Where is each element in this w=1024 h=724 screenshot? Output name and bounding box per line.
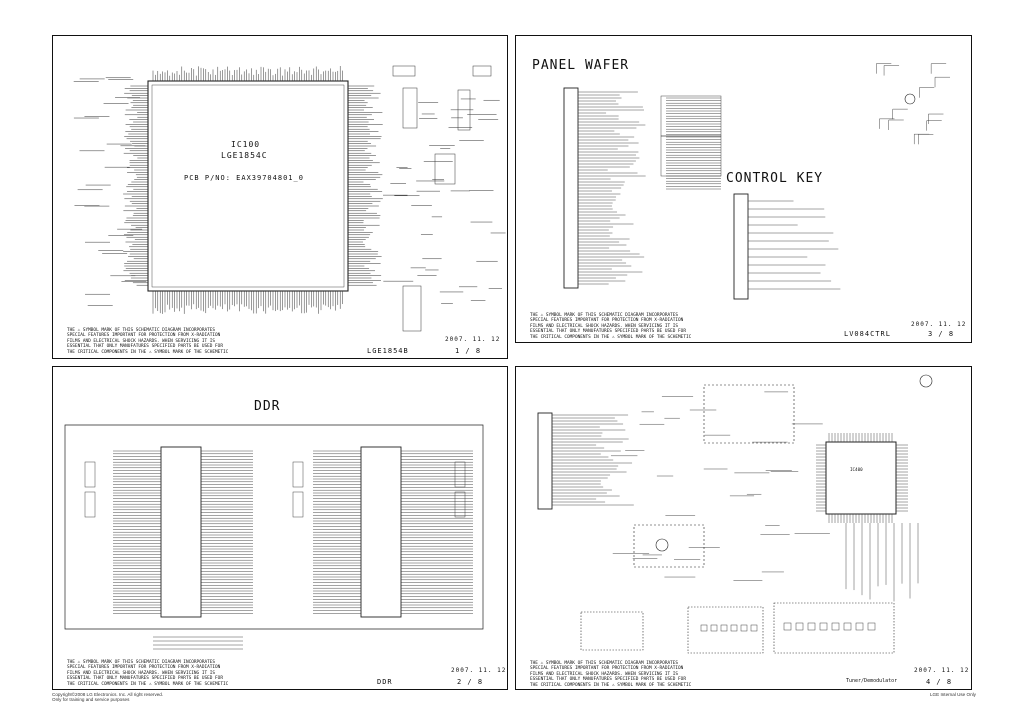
component: [730, 624, 738, 632]
block-name: Tuner/Demodulator: [846, 678, 898, 684]
component: [292, 461, 304, 488]
component: [392, 65, 416, 77]
main-ic-wiring: [73, 65, 506, 332]
safety-warning: THE ⚠ SYMBOL MARK OF THIS SCHEMATIC DIAG…: [530, 661, 692, 688]
ic-part-number: LGE1854C: [221, 151, 268, 160]
component: [454, 491, 466, 518]
block-name: DDR: [377, 678, 393, 686]
component: [807, 622, 816, 631]
sheet-date: 2007. 11. 12: [914, 667, 970, 674]
component: [700, 624, 708, 632]
component: [660, 135, 722, 177]
safety-warning: THE ⚠ SYMBOL MARK OF THIS SCHEMATIC DIAG…: [67, 660, 229, 687]
tuner-ic-reference: IC400: [850, 467, 863, 472]
safety-warning: THE ⚠ SYMBOL MARK OF THIS SCHEMATIC DIAG…: [530, 313, 692, 340]
page-number: 2 / 8: [457, 678, 484, 686]
internal-use-notice: LGE Internal Use Only: [930, 692, 976, 697]
safety-warning: THE ⚠ SYMBOL MARK OF THIS SCHEMATIC DIAG…: [67, 328, 229, 355]
sheet-date: 2007. 11. 12: [445, 336, 501, 343]
ic-reference: IC100: [231, 140, 261, 149]
component: [750, 624, 758, 632]
component: [795, 622, 804, 631]
component: [710, 624, 718, 632]
component: [855, 622, 864, 631]
sheet-date: 2007. 11. 12: [451, 667, 507, 674]
component: [454, 461, 466, 488]
panel-wiring: [563, 63, 951, 300]
component: [472, 65, 492, 77]
pcb-part-number: PCB P/NO: EAX39704801_0: [184, 174, 304, 182]
component: [720, 624, 728, 632]
component: [292, 491, 304, 518]
ddr-title: DDR: [254, 399, 281, 414]
component: [84, 461, 96, 488]
schematic-sheet-main-ic: IC100 LGE1854C PCB P/NO: EAX39704801_0 T…: [52, 35, 508, 359]
page-number: 1 / 8: [455, 347, 482, 355]
component: [402, 87, 418, 129]
component: [434, 153, 456, 185]
ddr-wiring: [64, 424, 484, 650]
component: [402, 285, 422, 332]
component: [867, 622, 876, 631]
component: [783, 622, 792, 631]
panel-wafer-title: PANEL WAFER: [532, 58, 630, 73]
page-number: 3 / 8: [928, 330, 955, 338]
component: [819, 622, 828, 631]
page-number: 4 / 8: [926, 678, 953, 686]
schematic-sheet-ddr: DDR THE ⚠ SYMBOL MARK OF THIS SCHEMATIC …: [52, 366, 508, 690]
schematic-sheet-tuner: IC400 THE ⚠ SYMBOL MARK OF THIS SCHEMATI…: [515, 366, 972, 690]
control-key-title: CONTROL KEY: [726, 171, 824, 186]
block-name: LV084CTRL: [844, 330, 891, 338]
schematic-sheet-panel: PANEL WAFER CONTROL KEY THE ⚠ SYMBOL MAR…: [515, 35, 972, 343]
component: [843, 622, 852, 631]
component: [84, 491, 96, 518]
sheet-date: 2007. 11. 12: [911, 321, 967, 328]
copyright-notice: Copyright©2008 LG Electronics. Inc. All …: [52, 692, 164, 702]
block-name: LGE1854B: [367, 347, 409, 355]
component: [831, 622, 840, 631]
component: [740, 624, 748, 632]
tuner-wiring: [537, 374, 933, 654]
